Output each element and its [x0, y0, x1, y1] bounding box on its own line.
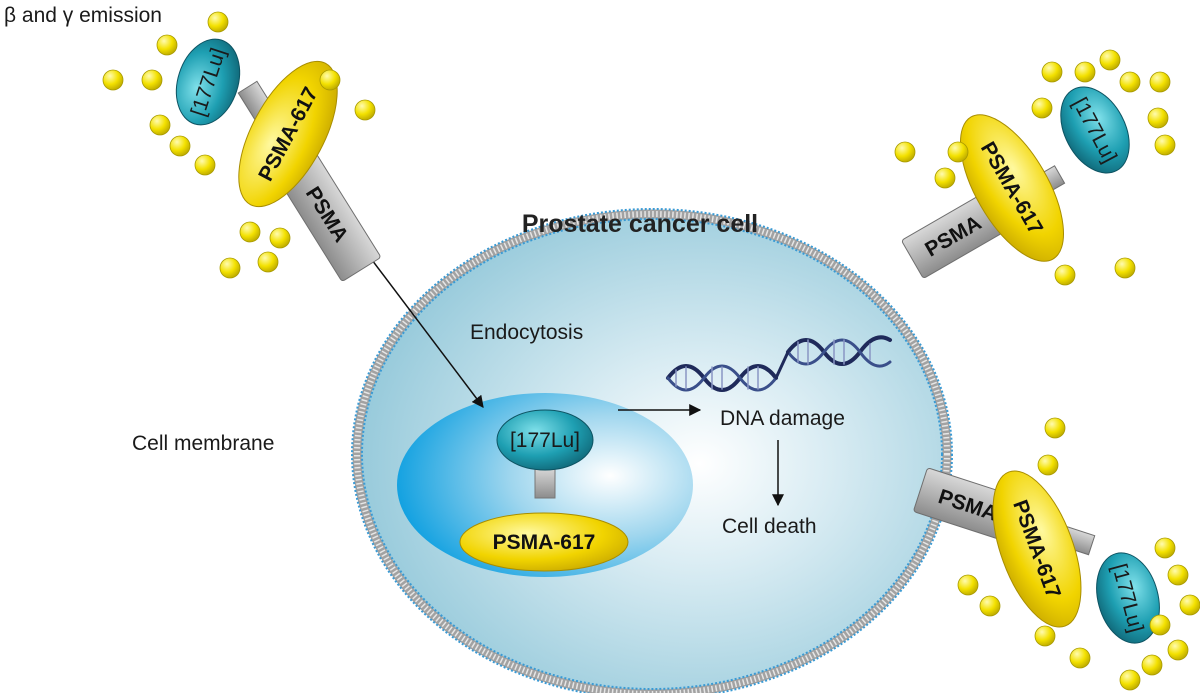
endocytosis-arrow [365, 251, 484, 408]
particle [979, 595, 1001, 617]
particle [1074, 61, 1096, 83]
particle [947, 141, 969, 163]
ligand-top-right [959, 114, 1065, 262]
internal-ligand-label: PSMA-617 [493, 531, 596, 554]
cell-death-label: Cell death [722, 515, 817, 538]
internalized-conjugate: [177Lu] PSMA-617 [459, 409, 629, 572]
emission-particles [102, 11, 1200, 691]
particle [1114, 257, 1136, 279]
ligand-top-left [238, 60, 338, 208]
particle [156, 34, 178, 56]
particle [934, 167, 956, 189]
dna-helix [666, 335, 892, 392]
particle [319, 69, 341, 91]
ligand-bottom-right [992, 470, 1082, 628]
particle [1031, 97, 1053, 119]
conjugate-top-right: PSMA PSMA-617 [177Lu] [901, 86, 1130, 278]
cell-membrane-label: Cell membrane [132, 432, 274, 455]
particle [257, 251, 279, 273]
radionuclide-top-right [1060, 86, 1130, 174]
internal-radionuclide [496, 409, 594, 471]
particle [1119, 71, 1141, 93]
particle [207, 11, 229, 33]
particle [141, 69, 163, 91]
dna-damage-label: DNA damage [720, 407, 845, 430]
particle [1154, 134, 1176, 156]
membrane-lipid-heads [354, 211, 950, 693]
particle [894, 141, 916, 163]
particle [1141, 654, 1163, 676]
particle [269, 227, 291, 249]
arrows [365, 251, 784, 507]
particle [1167, 564, 1189, 586]
particle [1041, 61, 1063, 83]
particle [1154, 537, 1176, 559]
internal-radionuclide-label: [177Lu] [510, 429, 580, 452]
particle [1034, 625, 1056, 647]
particle [1147, 107, 1169, 129]
particle [219, 257, 241, 279]
particle [149, 114, 171, 136]
particle [169, 135, 191, 157]
particle [1149, 71, 1171, 93]
conjugate-bottom-right: PSMA PSMA-617 [177Lu] [913, 467, 1160, 644]
particle [354, 99, 376, 121]
cell-title: Prostate cancer cell [522, 210, 758, 238]
particle [957, 574, 979, 596]
particle [239, 221, 261, 243]
particle [1069, 647, 1091, 669]
particle [1044, 417, 1066, 439]
radionuclide-top-left [175, 38, 241, 126]
conjugate-top-left: PSMA PSMA-617 [177Lu] [175, 38, 381, 282]
particle [1037, 454, 1059, 476]
particle [194, 154, 216, 176]
particle [1054, 264, 1076, 286]
particle [1099, 49, 1121, 71]
particle [1119, 669, 1141, 691]
particle [1149, 614, 1171, 636]
emission-label: β and γ emission [4, 4, 162, 27]
internal-ligand [459, 512, 629, 572]
particle [102, 69, 124, 91]
radionuclide-bottom-right [1096, 552, 1160, 644]
endocytosis-label: Endocytosis [470, 321, 583, 344]
particle [1167, 639, 1189, 661]
particle [1179, 594, 1200, 616]
